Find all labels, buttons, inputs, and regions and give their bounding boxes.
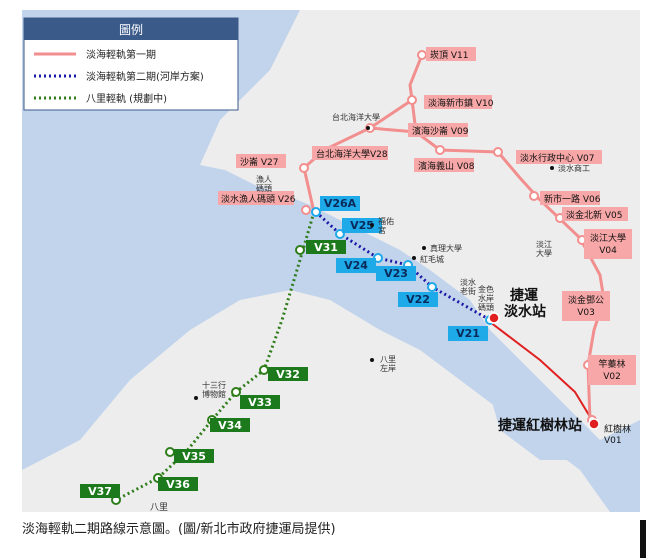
station-V06: 新市一路 V06 (544, 193, 601, 205)
station-V33: V33 (248, 396, 272, 409)
station-V31: V31 (314, 241, 338, 254)
station-V21: V21 (456, 327, 480, 340)
legend: 圖例 淡海輕軌第一期 淡海輕軌第二期(河岸方案) 八里輕軌 (規劃中) (23, 17, 239, 111)
station-V09: 濱海沙崙 V09 (412, 125, 469, 137)
landmark-aletheia: 真理大學 (430, 243, 462, 253)
legend-item-bali: 八里輕軌 (規劃中) (86, 92, 167, 105)
station-V28: 台北海洋大學V28 (316, 148, 388, 160)
landmarks: 台北海洋大學 漁人碼頭 福佑宮 真理大學 紅毛城 淡江大學 淡水老街 金色水岸碼… (150, 112, 590, 513)
station-V10: 淡海新市鎮 V10 (428, 97, 494, 109)
legend-item-phase2: 淡海輕軌第二期(河岸方案) (86, 70, 204, 83)
corner-bar (640, 520, 646, 558)
mrt-labels: 捷運淡水站 捷運紅樹林站 (488, 287, 600, 434)
station-V24: V24 (344, 259, 368, 272)
river-bank (480, 360, 600, 460)
phase2-route (314, 210, 491, 322)
station-V07: 淡水行政中心 V07 (520, 152, 595, 164)
station-V25: V25 (350, 219, 374, 232)
station-V08: 濱海義山 V08 (418, 160, 475, 172)
station-V26A: V26A (324, 197, 357, 210)
mrt-tamsui-station: 捷運淡水站 (504, 287, 546, 320)
station-V35: V35 (182, 450, 206, 463)
phase2-labels: V26A V25 V24 V23 V22 V21 (320, 196, 488, 341)
station-V22: V22 (406, 293, 430, 306)
landmark-old-street: 淡水老街 (460, 277, 476, 296)
station-V23: V23 (384, 267, 408, 280)
landmark-fishermans-wharf: 漁人碼頭 (256, 174, 272, 193)
landmark-shihsanhang: 十三行博物館 (202, 380, 226, 399)
legend-title: 圖例 (119, 23, 143, 37)
landmark-tamsui-industrial: 淡水商工 (558, 163, 590, 173)
landmark-tamkang: 淡江大學 (536, 240, 552, 258)
station-V05: 淡金北新 V05 (566, 209, 623, 221)
station-V36: V36 (166, 478, 190, 491)
bali-labels: V31 V32 V33 V34 V35 V36 V37 (80, 240, 346, 498)
station-V32: V32 (276, 368, 300, 381)
landmark-fuyou: 福佑宮 (378, 216, 394, 235)
mrt-hongshulin-icon (588, 418, 600, 430)
landmark-golden-coast: 金色水岸碼頭 (478, 284, 494, 312)
landmark-ocean-univ: 台北海洋大學 (332, 112, 380, 122)
landmark-bali: 八里 (150, 502, 168, 513)
north-land (200, 10, 640, 440)
landmark-red-castle: 紅毛城 (420, 254, 444, 264)
landmark-bali-left-bank: 八里左岸 (380, 355, 396, 373)
mrt-tamsui-icon (488, 312, 500, 324)
station-V26: 淡水漁人碼頭 V26 (221, 193, 296, 205)
mrt-hongshulin-station: 捷運紅樹林站 (498, 417, 582, 434)
station-V37: V37 (88, 485, 112, 498)
station-V11: 崁頂 V11 (430, 50, 469, 61)
map-caption: 淡海輕軌二期路線示意圖。(圖/新北市政府捷運局提供) (22, 522, 336, 537)
station-V27: 沙崙 V27 (240, 156, 279, 168)
phase1-labels: 崁頂 V11 淡海新市鎮 V10 濱海沙崙 V09 濱海義山 V08 台北海洋大… (218, 47, 636, 446)
station-V34: V34 (218, 419, 242, 432)
legend-item-phase1: 淡海輕軌第一期 (86, 48, 156, 61)
mrt-tamsui-line (489, 321, 596, 426)
